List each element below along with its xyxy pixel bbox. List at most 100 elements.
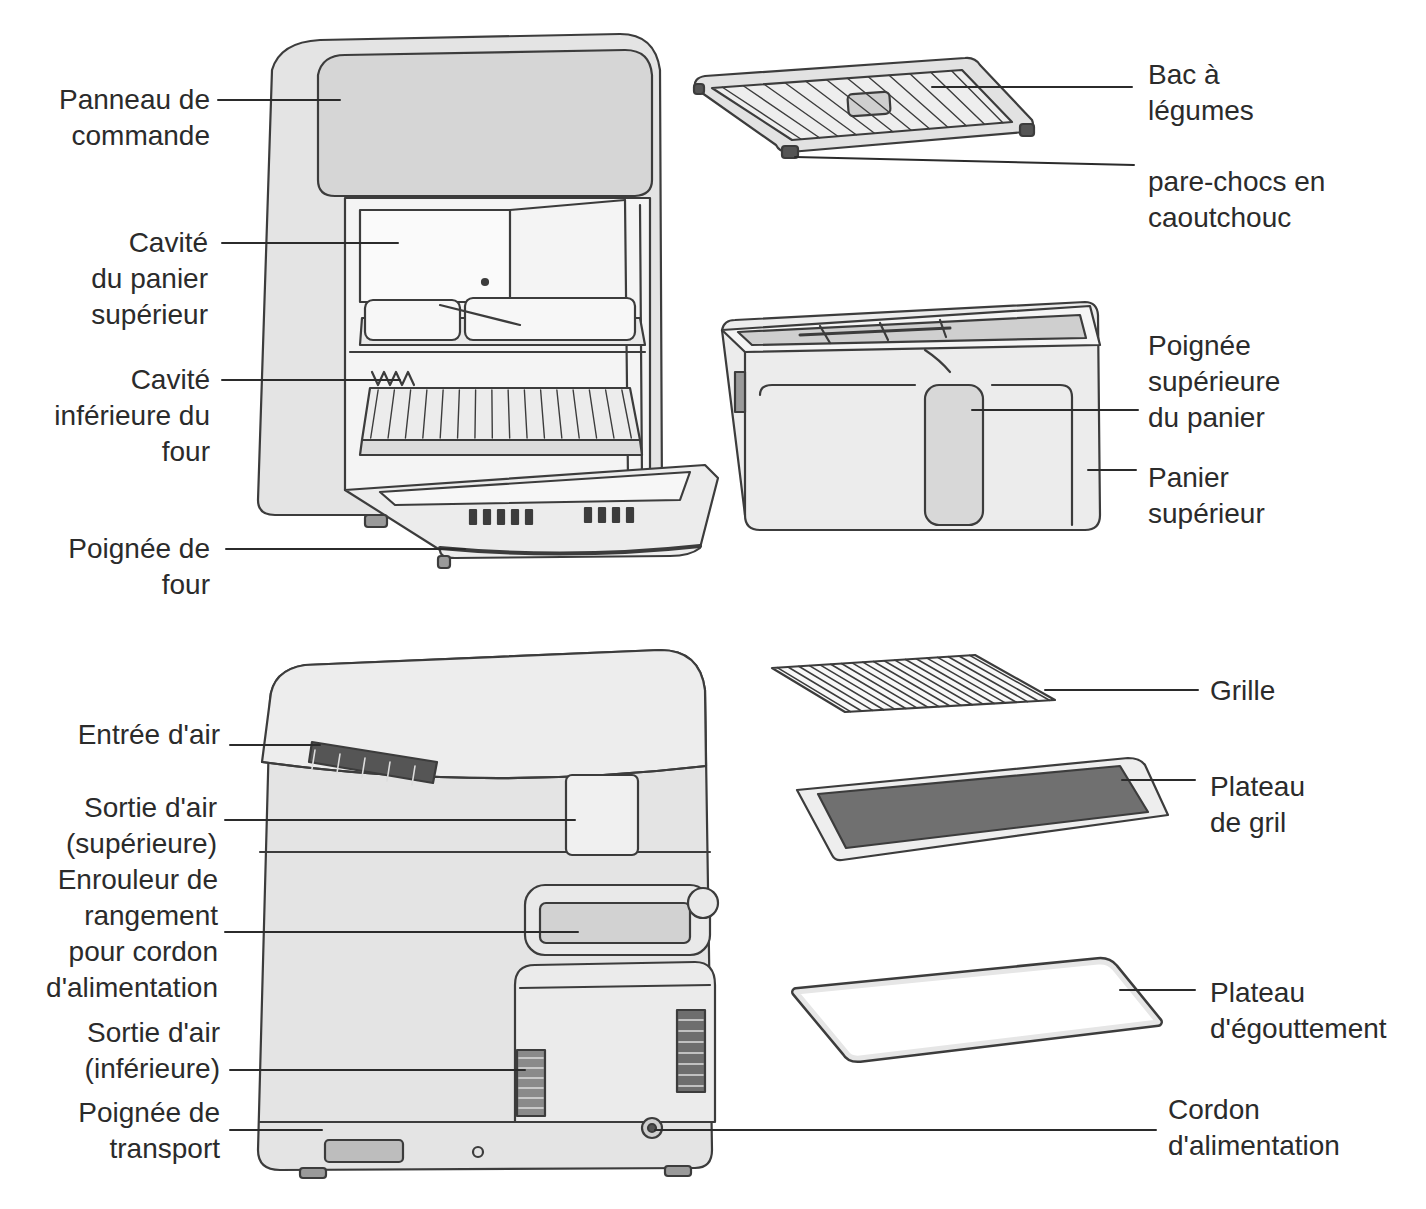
- wire-rack: [772, 655, 1055, 712]
- air-fryer-front-part: [360, 440, 642, 455]
- leader-lines-part: [1122, 779, 1195, 781]
- grill-tray: [797, 758, 1168, 860]
- part-label: Sortie d'air (supérieure): [57, 790, 217, 862]
- rack-bar: [948, 657, 1027, 702]
- leader-lines-part: [972, 409, 1138, 411]
- air-fryer-front-part: [438, 556, 450, 568]
- vent-slat: [679, 1052, 703, 1054]
- air-fryer-front-part: [484, 510, 490, 524]
- rack-bar: [809, 666, 883, 710]
- rack-bar: [970, 655, 1050, 700]
- part-label: Poignée supérieure du panier: [1148, 328, 1288, 436]
- leader-lines-part: [222, 379, 400, 381]
- leader-lines-part: [932, 86, 1132, 88]
- part-label: Entrée d'air: [20, 717, 220, 753]
- air-fryer-rear-part: [520, 985, 710, 988]
- oven-rack-bar: [606, 390, 614, 438]
- air-fryer-rear-part: [515, 962, 715, 1122]
- air-fryer-rear-part: [642, 1118, 662, 1138]
- vent-slat: [337, 754, 340, 773]
- upper-basket: [722, 302, 1100, 530]
- air-fryer-rear-part: [517, 1050, 545, 1116]
- crisper-slot: [764, 84, 838, 136]
- air-fryer-front-part: [482, 279, 488, 285]
- air-fryer-rear-part: [300, 1168, 326, 1178]
- oven-rack-bar: [474, 390, 476, 438]
- part-label: Cavité inférieure du four: [50, 362, 210, 470]
- air-fryer-rear: [258, 650, 718, 1178]
- part-label: Bac à légumes: [1148, 57, 1268, 129]
- crisper-slot: [931, 72, 985, 124]
- upper-basket-part: [992, 385, 1072, 525]
- grill-tray-part: [818, 766, 1148, 848]
- crisper-slot: [743, 86, 819, 138]
- air-fryer-front-part: [440, 305, 520, 325]
- part-label: Grille: [1210, 673, 1360, 709]
- part-label: pare-chocs en caoutchouc: [1148, 164, 1328, 236]
- air-fryer-front-part: [498, 510, 504, 524]
- leader-lines-part: [225, 931, 578, 933]
- leader-lines-part: [1088, 469, 1136, 471]
- oven-rack-bar: [508, 390, 510, 438]
- oven-rack-bar: [557, 390, 562, 438]
- upper-basket-part: [880, 323, 888, 340]
- upper-basket-part: [925, 350, 950, 372]
- upper-basket-part: [735, 372, 745, 412]
- air-fryer-front: [258, 34, 718, 568]
- air-fryer-rear-part: [665, 1166, 691, 1176]
- crisper-plate-part: [712, 70, 1012, 140]
- part-label: Cordon d'alimentation: [1168, 1092, 1348, 1164]
- leader-lines-part: [222, 242, 398, 244]
- air-fryer-rear-part: [677, 1010, 705, 1092]
- oven-rack-bar: [440, 390, 443, 438]
- air-fryer-front-part: [613, 508, 619, 522]
- drip-tray-part: [796, 962, 1158, 1058]
- part-label: Panier supérieur: [1148, 460, 1288, 532]
- air-fryer-front-part: [350, 351, 645, 353]
- rack-bar: [895, 660, 972, 705]
- air-fryer-front-part: [365, 515, 387, 527]
- air-fryer-front-part: [440, 546, 700, 554]
- air-fryer-front-part: [465, 298, 635, 340]
- crisper-slot: [785, 83, 856, 135]
- vent-slat: [519, 1097, 543, 1099]
- part-label: Poignée de four: [60, 531, 210, 603]
- rack-bar: [831, 664, 906, 708]
- rack-bar: [841, 664, 916, 708]
- air-fryer-front-part: [470, 510, 476, 524]
- oven-rack-bar: [573, 390, 579, 438]
- leader-lines-part: [230, 744, 320, 746]
- air-fryer-front-part: [599, 508, 605, 522]
- vent-slat: [519, 1067, 543, 1069]
- upper-basket-part: [760, 385, 915, 395]
- part-label: Cavité du panier supérieur: [91, 225, 209, 333]
- vent-slat: [679, 1041, 703, 1043]
- leader-lines: [218, 87, 1198, 1130]
- crisper-plate-part: [695, 58, 1033, 152]
- air-fryer-front-part: [258, 34, 662, 515]
- drip-tray: [796, 962, 1158, 1058]
- air-fryer-rear-part: [540, 903, 690, 943]
- air-fryer-front-part: [372, 372, 414, 385]
- air-fryer-rear-part: [688, 888, 718, 918]
- vent-slat: [679, 1019, 703, 1021]
- oven-rack-bar: [388, 390, 394, 438]
- vent-slat: [679, 1030, 703, 1032]
- part-label: Enrouleur de rangement pour cordon d'ali…: [43, 862, 218, 1006]
- part-label: Plateau de gril: [1210, 769, 1330, 841]
- vent-slat: [679, 1063, 703, 1065]
- air-fryer-rear-part: [260, 851, 710, 853]
- rack-bar: [799, 666, 873, 710]
- crisper-plate-part: [1020, 124, 1034, 136]
- vent-slat: [362, 758, 365, 777]
- crisper-slot: [910, 74, 966, 126]
- crisper-slot: [722, 87, 801, 139]
- wire-rack-part: [772, 655, 1055, 712]
- crisper-plate: [694, 58, 1034, 158]
- rack-bar: [852, 663, 928, 707]
- rack-bar: [820, 665, 895, 709]
- air-fryer-rear-part: [325, 1140, 403, 1162]
- leader-lines-part: [1120, 989, 1195, 991]
